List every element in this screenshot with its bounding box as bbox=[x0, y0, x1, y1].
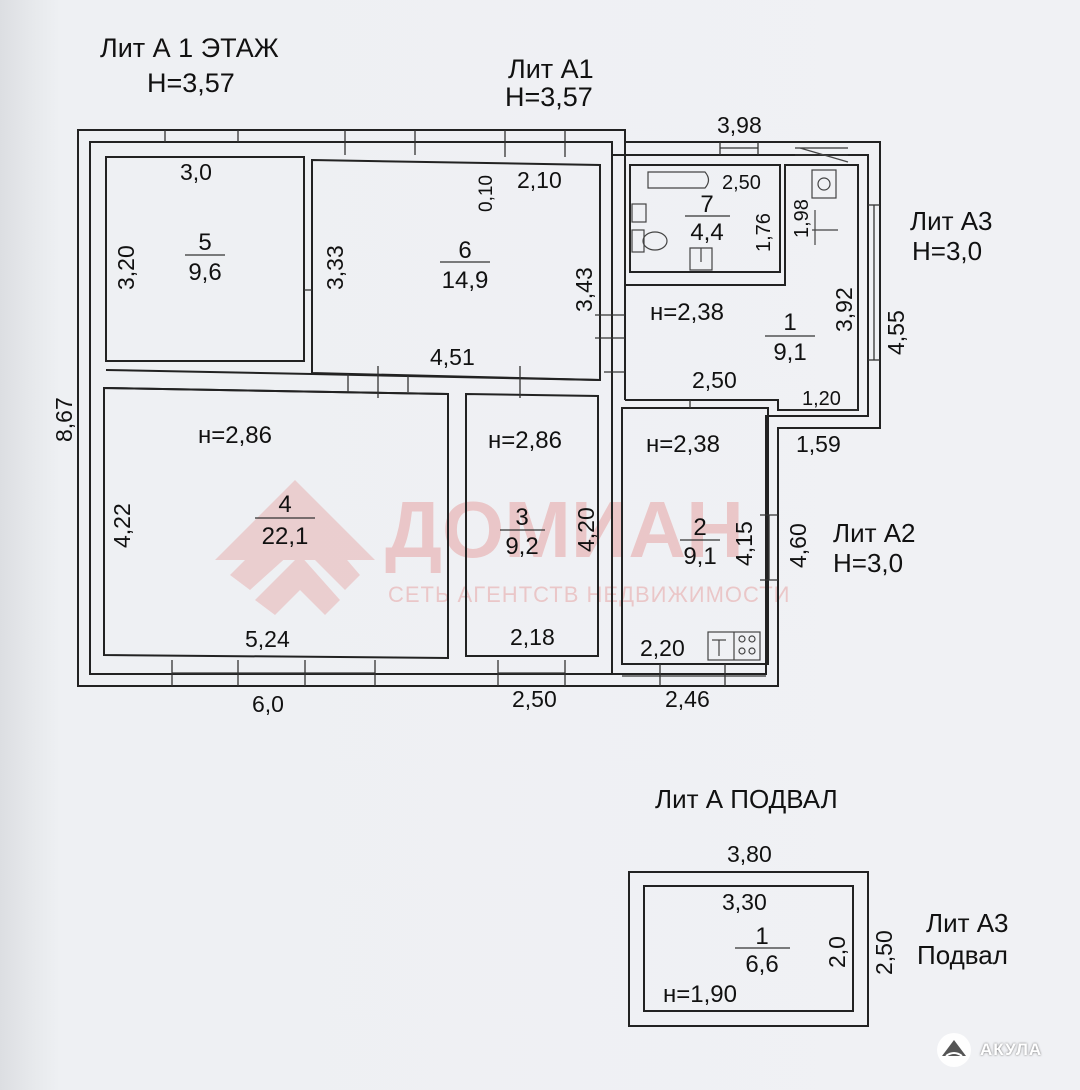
dim-2-50-bot: 2,50 bbox=[512, 686, 557, 712]
dim-3-0: 3,0 bbox=[180, 159, 212, 185]
dim-2-20: 2,20 bbox=[640, 635, 685, 661]
room-3-number: 3 bbox=[515, 504, 528, 531]
toilet-icon bbox=[631, 229, 668, 253]
heading-lit-a2-height: Н=3,0 bbox=[833, 548, 903, 578]
heading-lit-a3: Лит А3 bbox=[910, 206, 993, 236]
dim-1-20: 1,20 bbox=[802, 388, 841, 410]
heading-lit-a3-basement-sub: Подвал bbox=[917, 940, 1008, 970]
heading-lit-a: Лит А 1 ЭТАЖ bbox=[100, 33, 279, 63]
dim-4-15: 4,15 bbox=[731, 521, 757, 566]
room-5-area: 9,6 bbox=[188, 259, 221, 286]
dim-1-98: 1,98 bbox=[791, 199, 813, 238]
heading-lit-a2: Лит А2 bbox=[833, 518, 916, 548]
dim-8-67: 8,67 bbox=[51, 397, 77, 442]
room-1-area: 9,1 bbox=[773, 339, 806, 366]
watermark-tagline: СЕТЬ АГЕНТСТВ НЕДВИЖИМОСТИ bbox=[388, 582, 790, 607]
watermark-logo-icon bbox=[215, 480, 375, 615]
room-7-number: 7 bbox=[700, 191, 713, 218]
basement-room-1-number: 1 bbox=[755, 923, 768, 950]
dim-3-20: 3,20 bbox=[113, 245, 139, 290]
basement-room-1-height: н=1,90 bbox=[663, 981, 737, 1008]
heading-lit-a-height: Н=3,57 bbox=[147, 68, 235, 98]
dim-1-59: 1,59 bbox=[796, 431, 841, 457]
dim-3-98: 3,98 bbox=[717, 112, 762, 138]
dim-2-50-top: 2,50 bbox=[722, 172, 761, 194]
room-2-area: 9,1 bbox=[683, 543, 716, 570]
dim-5-24: 5,24 bbox=[245, 626, 290, 652]
dimension-labels: 3,0 3,20 3,33 0,10 2,10 3,43 4,51 3,98 2… bbox=[51, 112, 909, 975]
dim-4-22: 4,22 bbox=[109, 503, 135, 548]
brand-name: АКУЛА bbox=[980, 1040, 1043, 1059]
dim-4-20: 4,20 bbox=[573, 507, 599, 552]
heading-lit-a1: Лит А1 bbox=[508, 54, 594, 84]
dim-2-10: 2,10 bbox=[517, 167, 562, 193]
dim-0-10: 0,10 bbox=[476, 175, 497, 212]
dim-4-51: 4,51 bbox=[430, 344, 475, 370]
room-1-number: 1 bbox=[783, 309, 796, 336]
boiler-icon bbox=[799, 147, 849, 245]
room-6-number: 6 bbox=[458, 237, 471, 264]
dim-4-60: 4,60 bbox=[785, 523, 811, 568]
room-6-area: 14,9 bbox=[442, 267, 489, 294]
room-4-number: 4 bbox=[278, 491, 291, 518]
basement-dim-2-0: 2,0 bbox=[824, 936, 850, 968]
dim-3-43: 3,43 bbox=[571, 267, 597, 312]
brand-badge: АКУЛА bbox=[936, 1030, 1042, 1070]
watermark-name: ДОМИАН bbox=[385, 485, 744, 574]
room-4-area: 22,1 bbox=[262, 523, 309, 550]
dim-6-0: 6,0 bbox=[252, 691, 284, 717]
room-5-number: 5 bbox=[198, 229, 211, 256]
room-4-height: н=2,86 bbox=[198, 422, 272, 449]
heading-lit-a1-height: Н=3,57 bbox=[505, 82, 593, 112]
basement-room-1-area: 6,6 bbox=[745, 951, 778, 978]
headings: Лит А 1 ЭТАЖ Н=3,57 Лит А1 Н=3,57 Лит А3… bbox=[100, 33, 1009, 970]
room-3-area: 9,2 bbox=[505, 533, 538, 560]
stove-icon bbox=[707, 631, 761, 661]
dim-1-76: 1,76 bbox=[753, 213, 775, 252]
room-labels: 5 9,6 6 14,9 7 4,4 н=2,38 1 9,1 н=2,86 4… bbox=[188, 191, 806, 1008]
dim-4-55: 4,55 bbox=[883, 310, 909, 355]
watermark: ДОМИАН СЕТЬ АГЕНТСТВ НЕДВИЖИМОСТИ bbox=[215, 480, 790, 615]
room-2-height: н=2,38 bbox=[646, 431, 720, 458]
shark-logo-icon bbox=[937, 1033, 971, 1067]
sink-icon bbox=[631, 203, 713, 271]
dim-3-92: 3,92 bbox=[831, 287, 857, 332]
heading-basement: Лит А ПОДВАЛ bbox=[655, 784, 838, 814]
heading-lit-a3-height: Н=3,0 bbox=[912, 236, 982, 266]
room-2-number: 2 bbox=[693, 514, 706, 541]
dim-3-33: 3,33 bbox=[322, 245, 348, 290]
bathtub-icon bbox=[647, 171, 710, 189]
basement-dim-2-50: 2,50 bbox=[871, 930, 897, 975]
room-7-area: 4,4 bbox=[690, 219, 723, 246]
basement-dim-3-30: 3,30 bbox=[722, 889, 767, 915]
main-floor-walls bbox=[77, 129, 881, 687]
heading-lit-a3-basement: Лит А3 bbox=[926, 908, 1009, 938]
dim-2-50-mid: 2,50 bbox=[692, 367, 737, 393]
dim-2-18: 2,18 bbox=[510, 624, 555, 650]
room-1-height: н=2,38 bbox=[650, 299, 724, 326]
dim-2-46: 2,46 bbox=[665, 686, 710, 712]
room-3-height: н=2,86 bbox=[488, 427, 562, 454]
basement-dim-3-80: 3,80 bbox=[727, 841, 772, 867]
basement-walls bbox=[628, 871, 869, 1027]
